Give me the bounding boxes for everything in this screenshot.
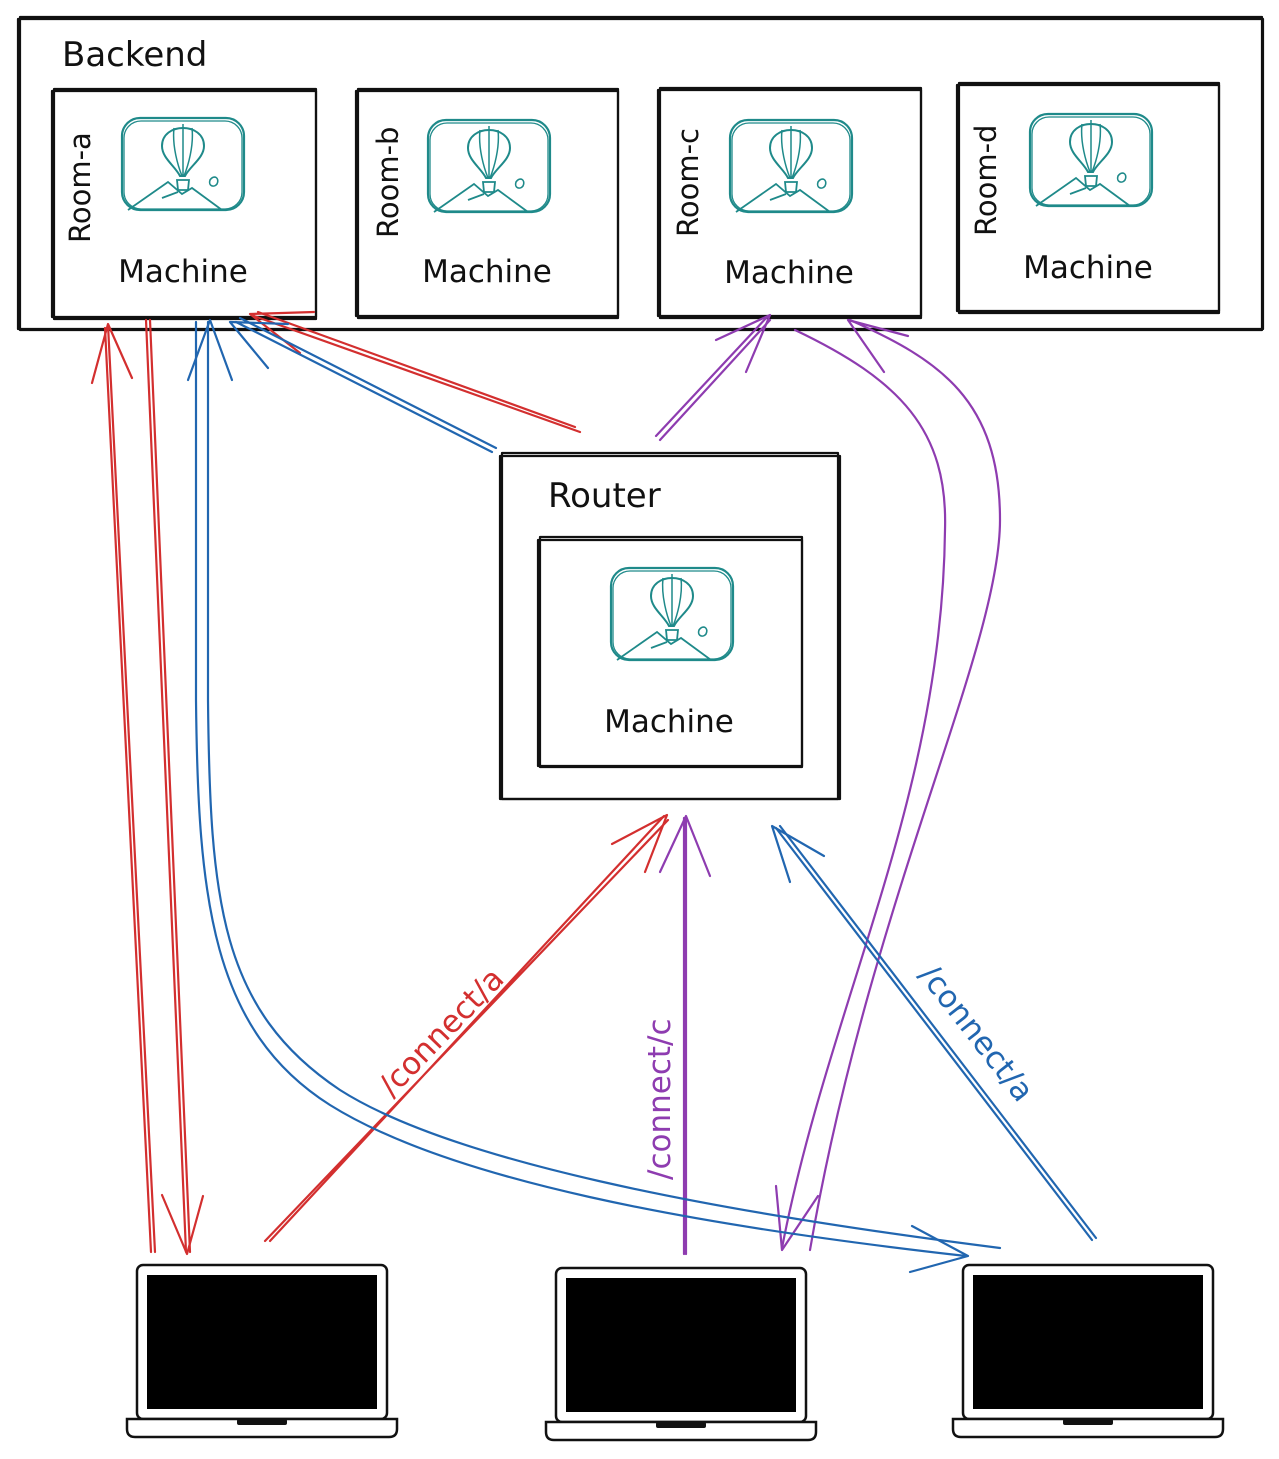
router-machine-label: Machine — [604, 704, 734, 740]
laptop-icon — [951, 1263, 1225, 1439]
room-c-machine: Room-c Machine — [656, 86, 923, 320]
router-container: Router Machine — [498, 451, 842, 801]
room-b-machine-label: Machine — [422, 254, 552, 290]
room-c-machine-label: Machine — [724, 255, 854, 291]
backend-title: Backend — [62, 35, 207, 75]
room-a-machine: Room-a Machine — [50, 87, 318, 321]
connect-a-label-red: /connect/a — [372, 961, 511, 1104]
room-d-machine-label: Machine — [1023, 250, 1153, 286]
backend-container: Backend — [16, 15, 1265, 332]
blue-connection-arrows — [186, 316, 1098, 1274]
room-b-machine: Room-b Machine — [354, 87, 620, 320]
connect-a-label-blue: /connect/a — [912, 958, 1041, 1109]
room-a-machine-label: Machine — [118, 254, 248, 290]
room-a-label: Room-a — [63, 132, 97, 243]
red-connection-arrows — [90, 310, 670, 1256]
machine-icon — [609, 566, 735, 662]
laptop-icon — [125, 1263, 399, 1439]
connect-c-label-purple: /connect/c — [642, 1018, 678, 1180]
machine-icon — [728, 118, 854, 214]
room-d-label: Room-d — [969, 125, 1003, 236]
purple-connection-arrows — [654, 313, 1002, 1256]
room-d-machine: Room-d Machine — [955, 81, 1221, 315]
room-c-label: Room-c — [671, 128, 705, 237]
machine-icon — [1028, 112, 1154, 208]
router-title: Router — [548, 476, 661, 516]
machine-icon — [426, 118, 552, 214]
laptop-icon — [544, 1266, 818, 1442]
machine-icon — [120, 116, 246, 212]
room-b-label: Room-b — [371, 127, 405, 238]
